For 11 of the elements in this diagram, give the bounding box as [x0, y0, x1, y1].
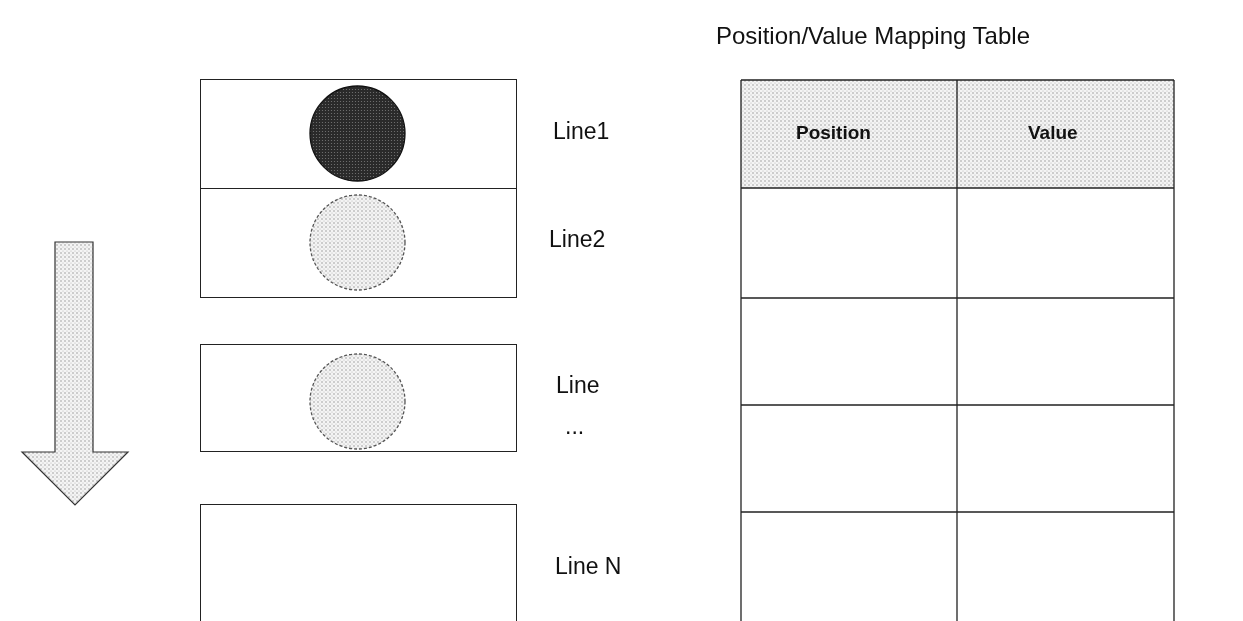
- column-header: Value: [1028, 122, 1078, 144]
- column-header: Position: [796, 122, 871, 144]
- circle-marker: [309, 85, 406, 182]
- line-label: Line1: [553, 118, 610, 145]
- line-label: Line: [556, 372, 600, 399]
- circle-marker: [309, 353, 406, 450]
- table-title: Position/Value Mapping Table: [716, 22, 1030, 50]
- line-label: ...: [565, 413, 585, 440]
- line-label: Line2: [549, 226, 606, 253]
- circle-marker: [309, 194, 406, 291]
- line-label: Line N: [555, 553, 622, 580]
